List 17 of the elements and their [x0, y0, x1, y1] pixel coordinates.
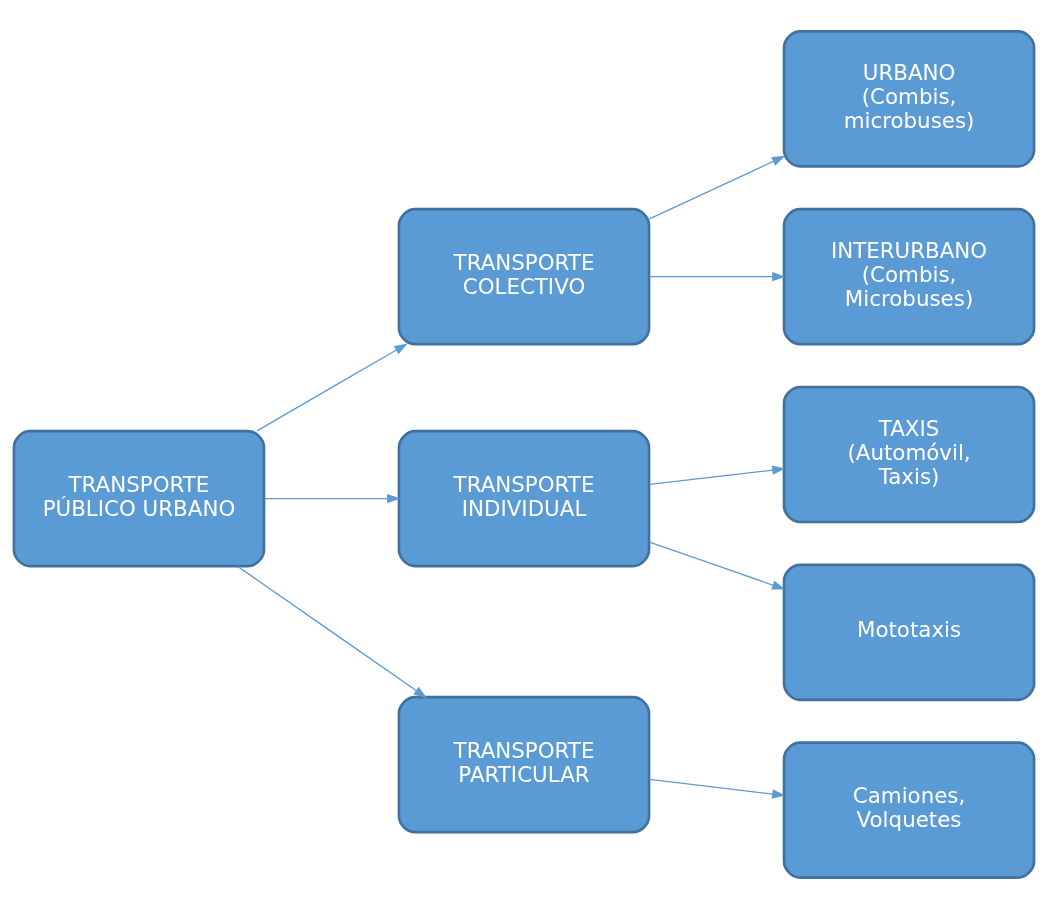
- node-box: TAXIS (Automóvil, Taxis): [782, 385, 1036, 523]
- arrow: [263, 493, 401, 503]
- arrow: [648, 778, 786, 799]
- arrow: [648, 540, 786, 590]
- node-box: TRANSPORTE PARTICULAR: [397, 695, 651, 834]
- node-box: TRANSPORTE COLECTIVO: [397, 207, 651, 346]
- arrow: [648, 271, 786, 281]
- arrow: [237, 565, 428, 698]
- arrow: [256, 342, 408, 431]
- arrow: [648, 464, 786, 485]
- node-box: INTERURBANO (Combis, Microbuses): [782, 207, 1036, 346]
- node-box: TRANSPORTE INDIVIDUAL: [397, 429, 651, 567]
- node-box: URBANO (Combis, microbuses): [782, 29, 1036, 168]
- arrow: [648, 155, 786, 220]
- node-box: TRANSPORTE PÚBLICO URBANO: [12, 429, 266, 567]
- node-box: Mototaxis: [782, 562, 1036, 701]
- node-box: Camiones, Volquetes: [782, 740, 1036, 879]
